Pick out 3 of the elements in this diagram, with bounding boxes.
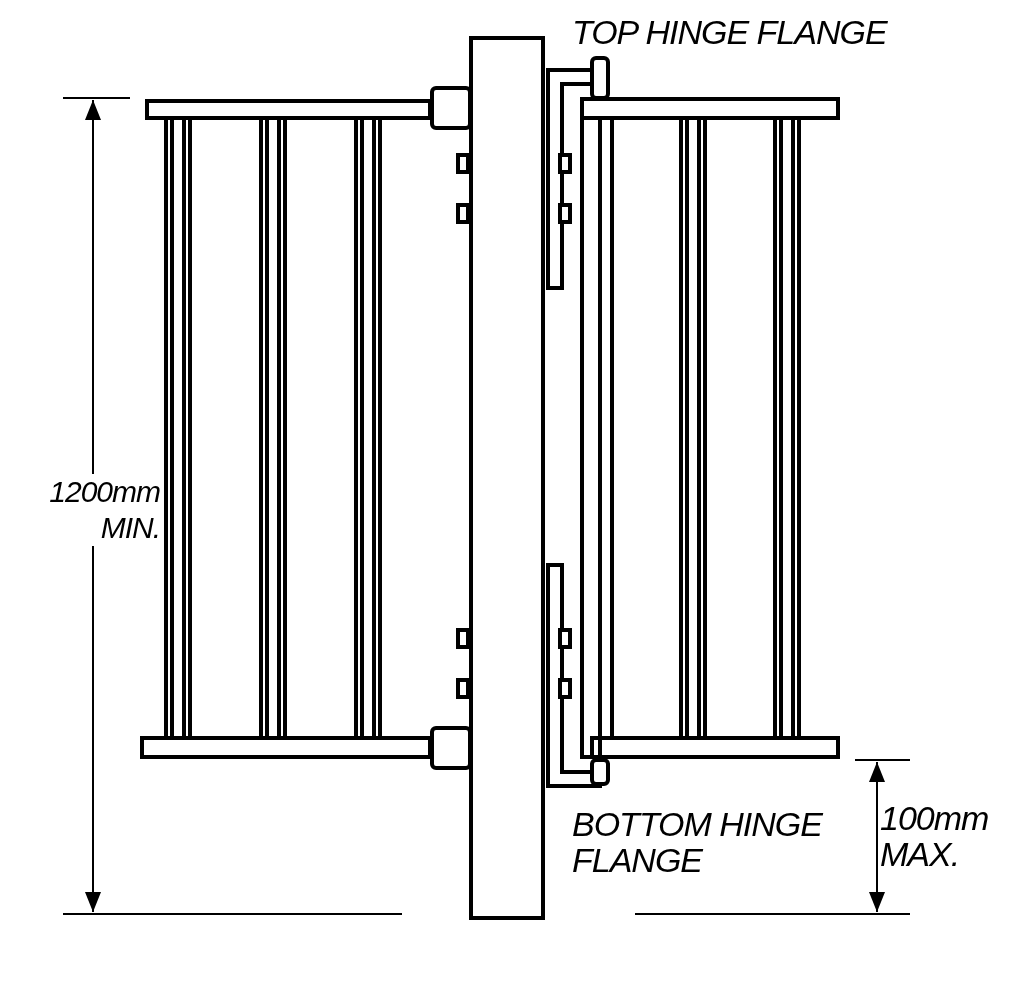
part-label: BOTTOM HINGE FLANGE [572, 806, 824, 878]
part-label: TOP HINGE FLANGE [572, 14, 889, 50]
dimension-label: 100mm MAX. [880, 800, 990, 872]
